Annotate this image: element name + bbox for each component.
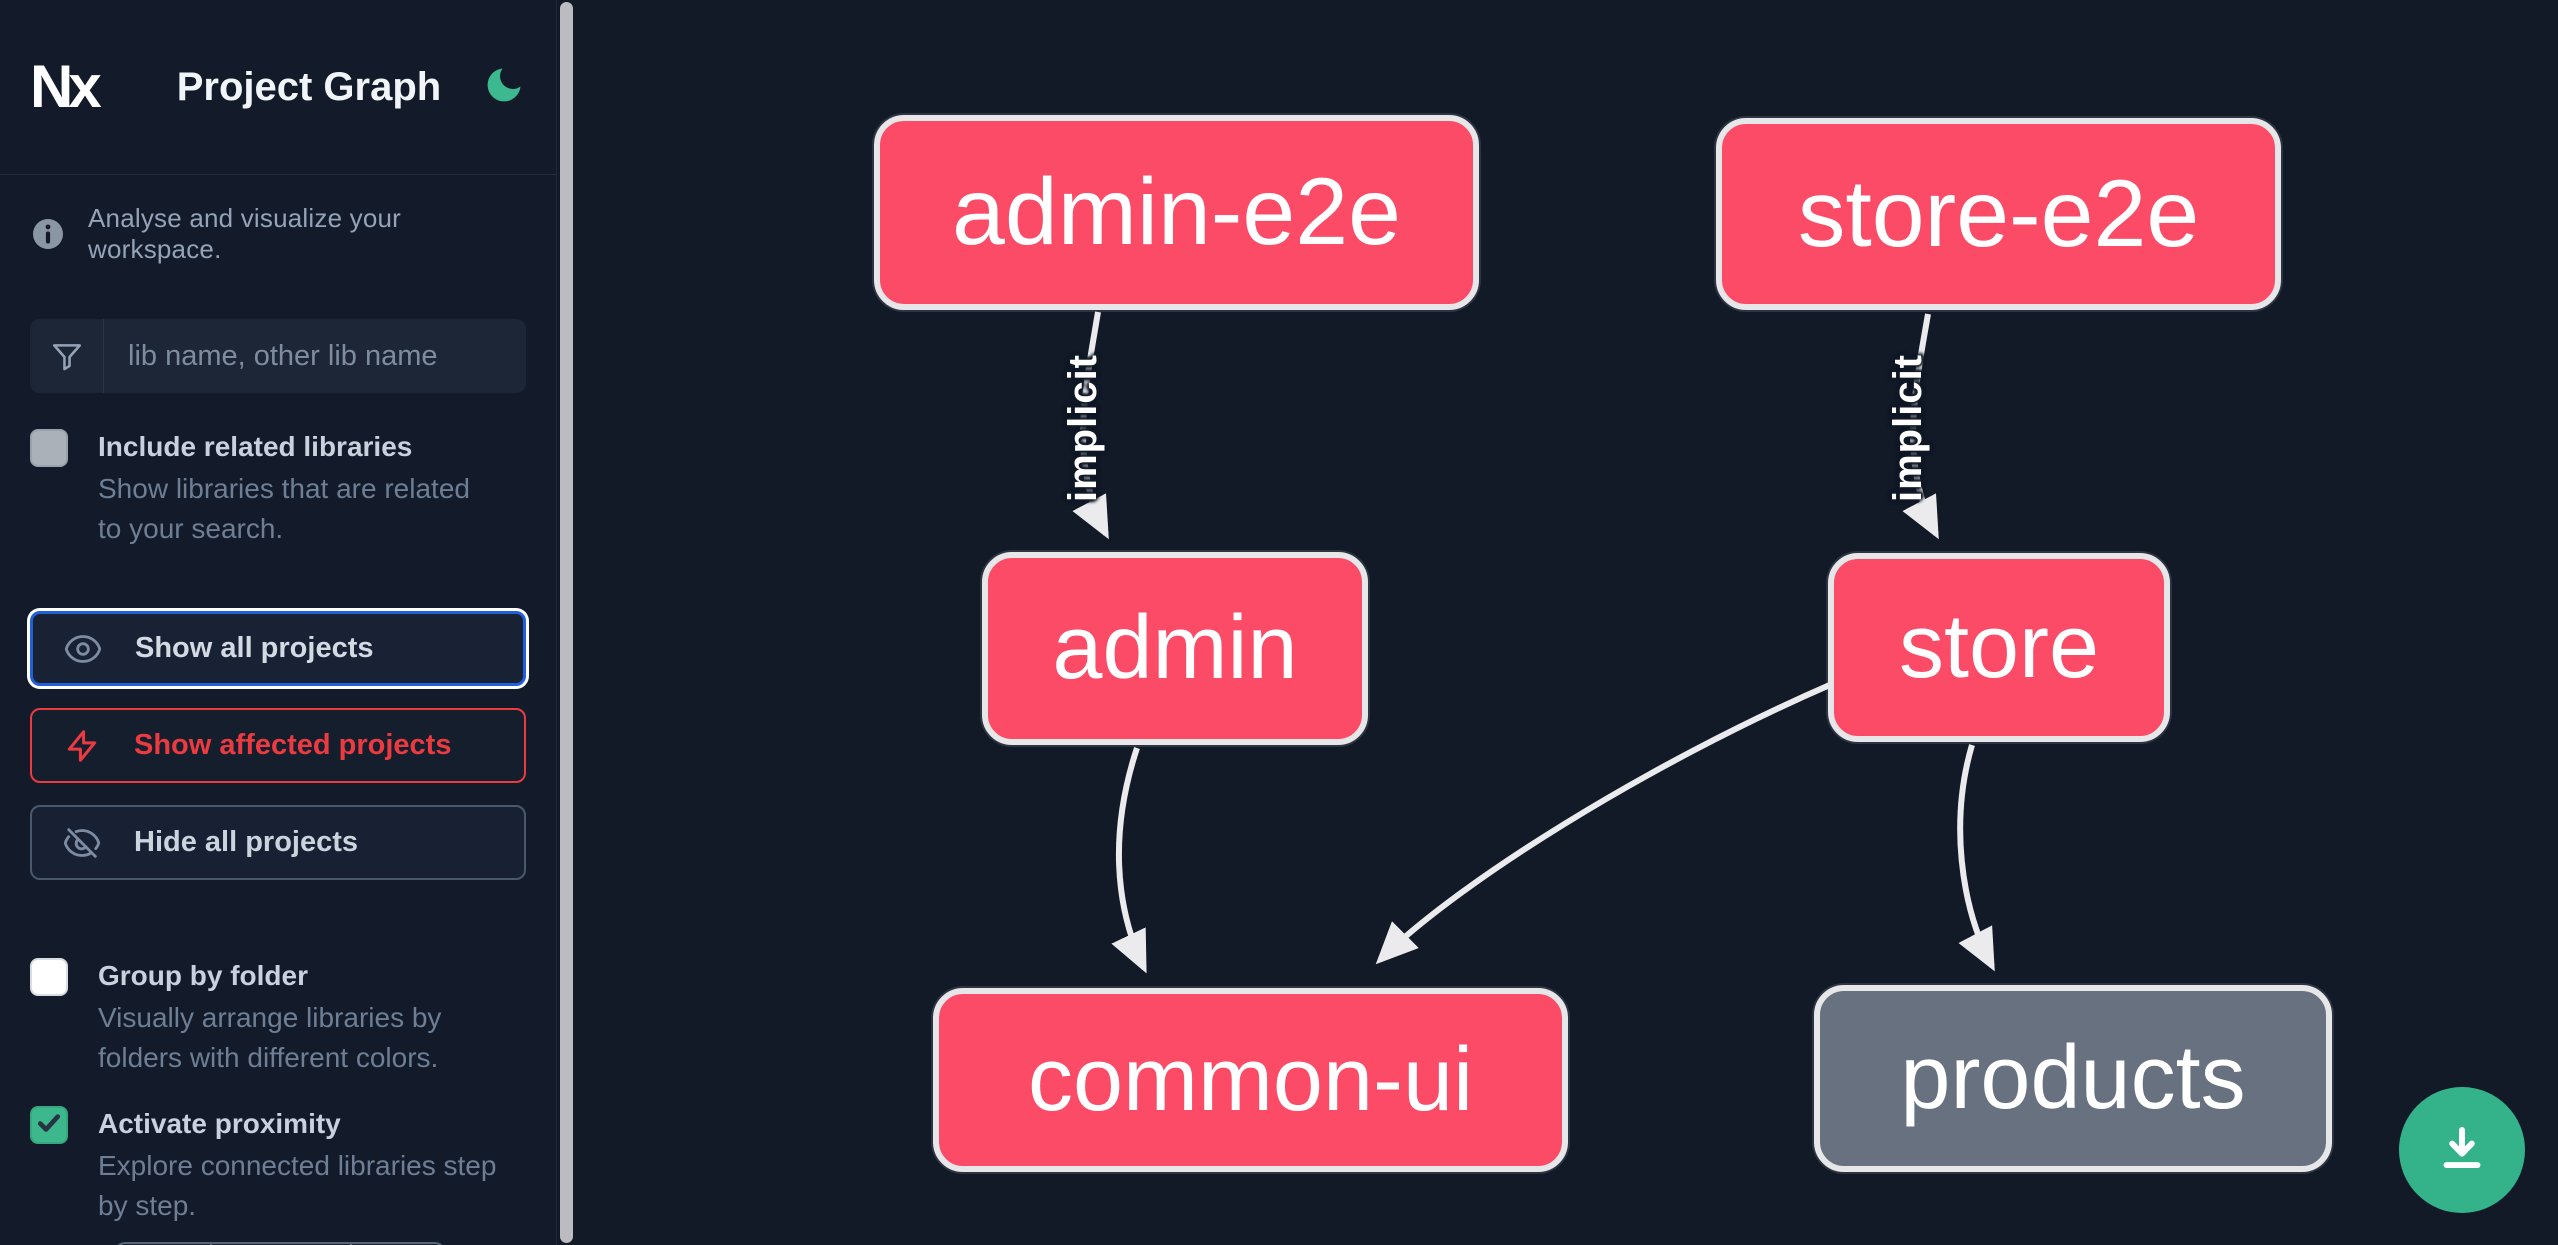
hide-all-projects-label: Hide all projects [134,826,359,858]
edge-label-implicit-admin: implicit [1060,353,1105,503]
eye-off-icon [62,823,102,863]
edge-admin-to-common-ui [1111,747,1147,974]
activate-proximity-row: Activate proximity Explore connected lib… [30,1104,526,1226]
lightning-icon [62,726,102,766]
checkmark-icon [35,1109,63,1142]
download-icon [2431,1117,2493,1184]
show-affected-projects-button[interactable]: Show affected projects [30,708,526,783]
activate-proximity-label: Activate proximity [98,1108,341,1139]
activate-proximity-checkbox[interactable] [30,1106,68,1144]
filter-funnel-icon [30,319,104,393]
tagline-text: Analyse and visualize your workspace. [88,203,402,264]
group-by-folder-description: Visually arrange libraries by folders wi… [98,1002,442,1073]
edge-store-to-common-ui [1375,681,1834,965]
graph-node-admin[interactable]: admin [982,552,1368,745]
dark-mode-toggle[interactable] [482,65,526,109]
moon-icon [482,63,526,112]
graph-node-store[interactable]: store [1828,553,2170,742]
show-all-projects-button[interactable]: Show all projects [30,611,526,686]
include-related-label: Include related libraries [98,431,413,462]
download-image-button[interactable] [2399,1087,2525,1213]
sidebar-header: Nx Project Graph [0,0,556,175]
filter-input[interactable] [104,319,526,393]
hide-all-projects-button[interactable]: Hide all projects [30,805,526,880]
filter-box [30,319,526,393]
group-by-folder-label: Group by folder [98,960,308,991]
info-icon [30,216,66,252]
group-by-folder-row: Group by folder Visually arrange librari… [30,956,526,1078]
nx-logo[interactable]: Nx [30,53,102,120]
include-related-row: Include related libraries Show libraries… [30,427,526,549]
edge-store-e2e-to-store [1902,313,1939,540]
graph-node-products[interactable]: products [1814,985,2332,1172]
edge-store-to-products [1957,744,1995,972]
edge-label-implicit-store: implicit [1885,353,1930,503]
graph-node-common-ui[interactable]: common-ui [933,988,1568,1172]
sidebar-scrollbar-thumb[interactable] [560,2,573,1243]
graph-node-store-e2e[interactable]: store-e2e [1716,118,2281,310]
page-title: Project Graph [176,64,442,109]
sidebar-content: Analyse and visualize your workspace. In… [0,203,556,1245]
edge-admin-e2e-to-admin [1072,311,1109,540]
eye-icon [63,629,103,669]
show-all-projects-label: Show all projects [135,632,374,664]
tagline-row: Analyse and visualize your workspace. [30,203,526,265]
group-by-folder-texts: Group by folder Visually arrange librari… [98,956,498,1078]
graph-node-admin-e2e[interactable]: admin-e2e [874,115,1479,310]
activate-proximity-description: Explore connected libraries step by step… [98,1150,497,1221]
include-related-texts: Include related libraries Show libraries… [98,427,498,549]
group-by-folder-checkbox[interactable] [30,958,68,996]
activate-proximity-texts: Activate proximity Explore connected lib… [98,1104,498,1226]
sidebar: Nx Project Graph Analyse and visualize y… [0,0,557,1245]
show-affected-projects-label: Show affected projects [134,729,452,761]
include-related-checkbox[interactable] [30,429,68,467]
include-related-description: Show libraries that are related to your … [98,473,470,544]
